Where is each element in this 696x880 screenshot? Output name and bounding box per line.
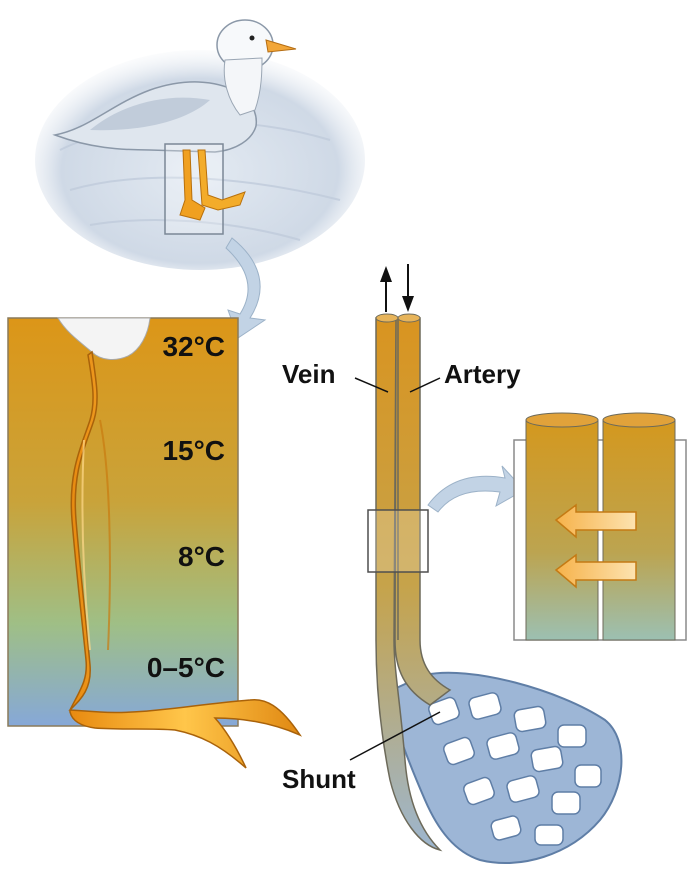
heat-exchange-zoom-panel xyxy=(513,412,687,641)
bird-scene xyxy=(35,19,365,270)
leg-highlight-box xyxy=(164,143,224,235)
bird-leg-icon xyxy=(68,350,303,769)
zoom-arrow-icon xyxy=(225,237,267,339)
temp-label-0-5: 0–5°C xyxy=(147,652,225,683)
shunt-label: Shunt xyxy=(282,764,356,794)
heat-exchange-arrow-icon xyxy=(554,503,637,589)
temp-label-15: 15°C xyxy=(162,435,225,466)
arrow-up-icon xyxy=(380,266,392,312)
arrow-down-icon xyxy=(402,264,414,312)
feather-icon xyxy=(57,317,151,360)
temp-label-8: 8°C xyxy=(178,541,225,572)
artery-label: Artery xyxy=(444,359,521,389)
leg-temperature-panel: 32°C 15°C 8°C 0–5°C xyxy=(7,317,303,769)
temp-label-32: 32°C xyxy=(162,331,225,362)
exchange-region-box xyxy=(367,509,429,573)
zoom-detail-arrow-icon xyxy=(427,465,525,513)
vein-label: Vein xyxy=(282,359,335,389)
vessel-diagram: Vein Artery Shunt xyxy=(282,264,623,864)
gull-beak-icon xyxy=(265,39,297,53)
